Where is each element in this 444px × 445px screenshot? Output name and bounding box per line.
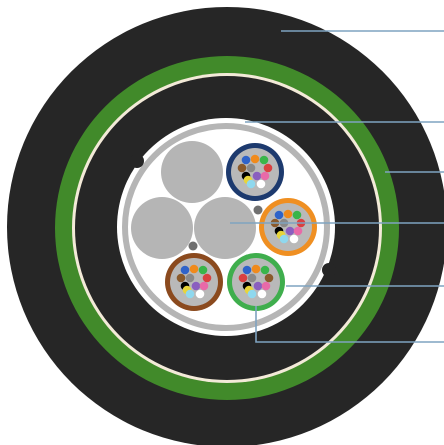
ripcord-left [130, 154, 144, 168]
fiber-2 [283, 209, 293, 219]
fiber-6 [202, 273, 212, 283]
fiber-1 [242, 265, 252, 275]
fiber-11 [185, 289, 195, 299]
fiber-6 [264, 273, 274, 283]
fiber-11 [246, 179, 256, 189]
leader-lines [230, 30, 444, 343]
strength-member-a [188, 241, 198, 251]
filler-left [131, 197, 193, 259]
fiber-5 [247, 273, 257, 283]
fiber-2 [189, 264, 199, 274]
fiber-10 [199, 281, 209, 291]
leader-line-strength-member [255, 306, 444, 343]
fiber-12 [256, 179, 266, 189]
fiber-3 [198, 265, 208, 275]
brown-tube [165, 253, 223, 311]
fiber-12 [289, 234, 299, 244]
fiber-3 [259, 155, 269, 165]
fiber-9 [253, 281, 263, 291]
fiber-5 [246, 163, 256, 173]
filler-center [194, 197, 256, 259]
fiber-3 [260, 265, 270, 275]
fiber-12 [257, 289, 267, 299]
binder-ring [122, 123, 330, 331]
fiber-1 [241, 155, 251, 165]
fiber-6 [263, 163, 273, 173]
fiber-9 [252, 171, 262, 181]
fiber-10 [293, 226, 303, 236]
fiber-2 [251, 264, 261, 274]
fiber-1 [274, 210, 284, 220]
green-tube [227, 253, 285, 311]
fiber-3 [292, 210, 302, 220]
fiber-11 [247, 289, 257, 299]
orange-tube [259, 198, 317, 256]
fiber-4 [238, 273, 248, 283]
ripcord-right [322, 263, 336, 277]
strength-member-b [253, 205, 263, 215]
fiber-5 [185, 273, 195, 283]
blue-tube [226, 143, 284, 201]
fiber-9 [285, 226, 295, 236]
fiber-4 [176, 273, 186, 283]
fiber-2 [250, 154, 260, 164]
fiber-10 [260, 171, 270, 181]
fiber-4 [237, 163, 247, 173]
fiber-11 [279, 234, 289, 244]
fiber-9 [191, 281, 201, 291]
fiber-10 [261, 281, 271, 291]
filler-top [161, 141, 223, 203]
fiber-12 [195, 289, 205, 299]
loose-tubes [165, 143, 317, 311]
fiber-1 [180, 265, 190, 275]
